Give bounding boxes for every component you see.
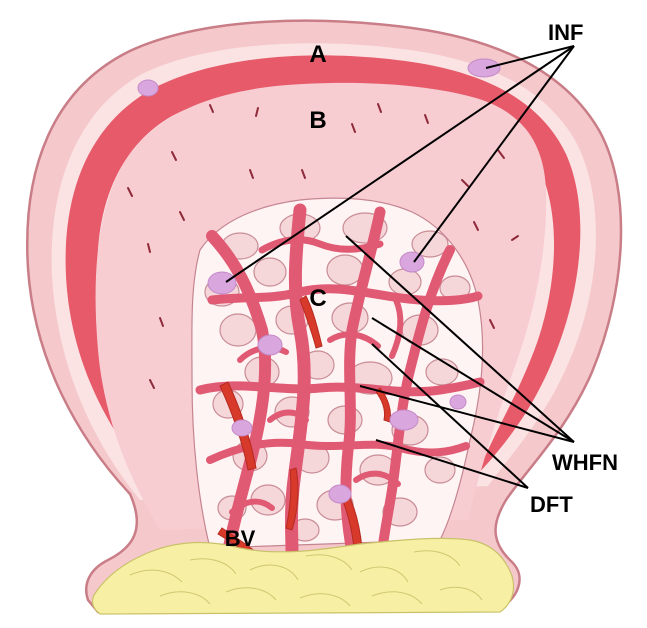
label-bv: BV: [225, 526, 256, 551]
callout-dft: DFT: [530, 492, 573, 517]
label-a: A: [309, 41, 326, 68]
label-c: C: [309, 285, 326, 312]
callout-inf: INF: [548, 20, 583, 45]
callout-whfn: WHFN: [552, 450, 618, 475]
label-b: B: [309, 107, 326, 134]
